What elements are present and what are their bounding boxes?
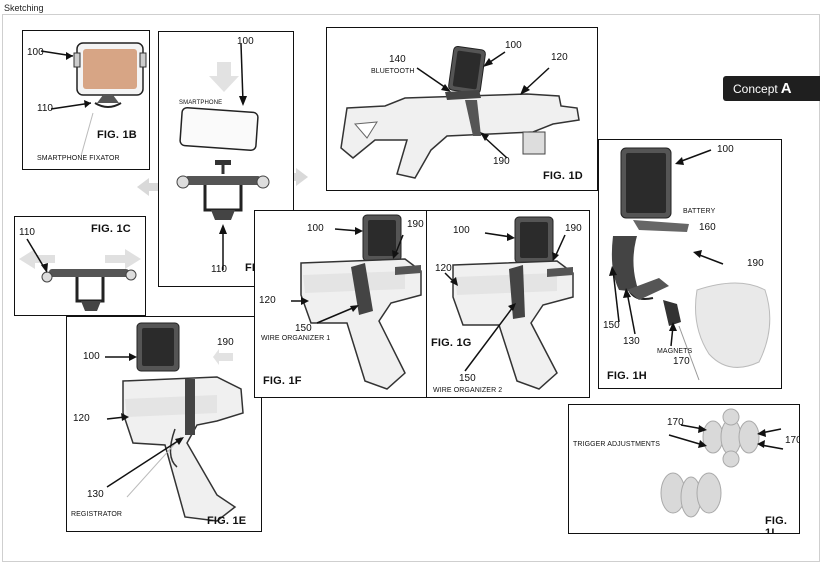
figure-1b-panel: 100 110 FIG. 1B SMARTPHONE FIXATOR xyxy=(22,30,150,170)
label-190: 190 xyxy=(493,156,510,167)
label-150: 150 xyxy=(295,323,312,334)
label-170: 170 xyxy=(667,417,684,428)
concept-label: Concept xyxy=(733,82,778,96)
magnets-label: MAGNETS xyxy=(657,348,692,355)
figure-1g-panel: 100 190 120 FIG. 1G 150 WIRE ORGANIZER 2 xyxy=(426,210,590,398)
label-110: 110 xyxy=(37,103,53,114)
figure-1e-panel: 100 190 120 130 REGISTRATOR FIG. 1E xyxy=(66,316,262,532)
concept-letter: A xyxy=(781,80,792,97)
smartphone-fixator-caption: SMARTPHONE FIXATOR xyxy=(37,155,120,162)
label-130: 130 xyxy=(623,336,640,347)
label-120: 120 xyxy=(551,52,568,63)
label-120: 120 xyxy=(73,413,90,424)
figure-1i-title: FIG. 1I xyxy=(765,515,799,534)
smartphone-label: SMARTPHONE xyxy=(179,100,222,106)
figure-1f-title: FIG. 1F xyxy=(263,375,302,387)
figure-1c-title: FIG. 1C xyxy=(91,223,131,235)
label-100: 100 xyxy=(83,351,100,362)
figure-1d-title: FIG. 1D xyxy=(543,170,583,182)
label-150: 150 xyxy=(459,373,476,384)
label-190: 190 xyxy=(407,219,424,230)
label-190: 190 xyxy=(565,223,582,234)
wire-organizer-2-caption: WIRE ORGANIZER 2 xyxy=(433,387,502,394)
trigger-adjustments-label: TRIGGER ADJUSTMENTS xyxy=(573,441,660,448)
label-100: 100 xyxy=(27,47,44,58)
wire-organizer-1-caption: WIRE ORGANIZER 1 xyxy=(261,335,330,342)
gun-wire-organizer-1-drawing xyxy=(255,211,429,398)
sheet-tab-title: Sketching xyxy=(4,3,44,13)
figure-1h-panel: 100 BATTERY 160 190 150 130 MAGNETS 170 … xyxy=(598,139,782,389)
label-120: 120 xyxy=(259,295,276,306)
label-170: 170 xyxy=(673,356,690,367)
label-150: 150 xyxy=(603,320,620,331)
label-190: 190 xyxy=(747,258,764,269)
label-100: 100 xyxy=(505,40,522,51)
label-170: 170 xyxy=(785,435,800,446)
label-100: 100 xyxy=(307,223,324,234)
figure-1f-panel: 100 190 120 150 WIRE ORGANIZER 1 FIG. 1F xyxy=(254,210,429,398)
figure-1h-title: FIG. 1H xyxy=(607,370,647,382)
label-100: 100 xyxy=(453,225,470,236)
figure-1b-title: FIG. 1B xyxy=(97,129,137,141)
label-130: 130 xyxy=(87,489,104,500)
label-110: 110 xyxy=(211,264,227,275)
figure-1e-title: FIG. 1E xyxy=(207,515,246,527)
label-100: 100 xyxy=(717,144,734,155)
label-190: 190 xyxy=(217,337,234,348)
label-140: 140 xyxy=(389,54,406,65)
label-160: 160 xyxy=(699,222,716,233)
figure-1d-panel: 140 BLUETOOTH 100 120 190 FIG. 1D xyxy=(326,27,598,191)
figure-1g-title: FIG. 1G xyxy=(431,337,472,349)
figure-1c-panel: 110 FIG. 1C xyxy=(14,216,146,316)
registrator-caption: REGISTRATOR xyxy=(71,511,122,518)
battery-label: BATTERY xyxy=(683,208,715,215)
bluetooth-label: BLUETOOTH xyxy=(371,68,415,75)
concept-tag: ConceptA xyxy=(723,76,820,101)
label-120: 120 xyxy=(435,263,452,274)
gun-wire-organizer-2-drawing xyxy=(427,211,590,398)
label-100: 100 xyxy=(237,36,254,47)
figure-1i-panel: 170 170 TRIGGER ADJUSTMENTS FIG. 1I xyxy=(568,404,800,534)
label-110: 110 xyxy=(19,227,35,238)
